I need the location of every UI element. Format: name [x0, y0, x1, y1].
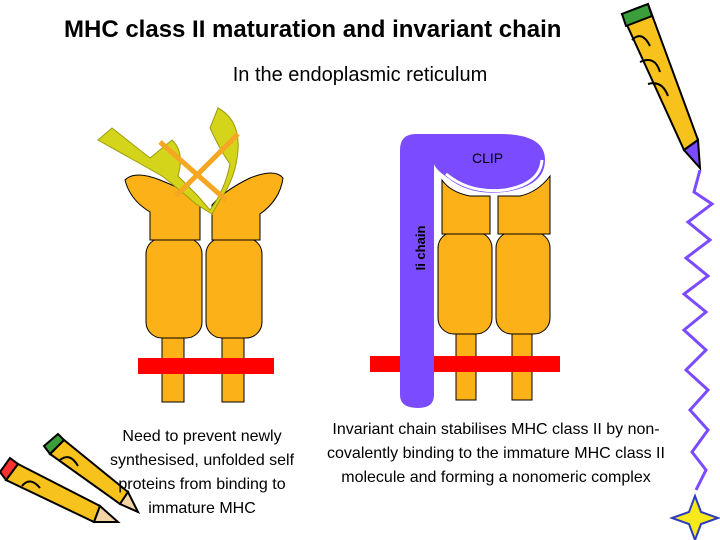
right-membrane [370, 356, 560, 372]
slide-title: MHC class II maturation and invariant ch… [64, 16, 562, 43]
right-mhc-domain-b [495, 231, 551, 335]
ii-chain-label: Ii chain [413, 225, 428, 271]
slide-subtitle: In the endoplasmic reticulum [232, 64, 488, 86]
cross-line-a [158, 140, 228, 202]
left-mhc-domain-b [205, 237, 263, 339]
star-icon [668, 493, 720, 540]
right-mhc-domain-a [437, 231, 493, 335]
right-mhc-beta1 [497, 174, 551, 235]
caption-left: Need to prevent newly synthesised, unfol… [109, 428, 295, 517]
left-mhc-molecule [97, 107, 284, 403]
clip-label: CLIP [472, 150, 504, 166]
squiggle-icon [681, 169, 715, 491]
right-mhc-alpha1 [441, 178, 491, 235]
right-mhc-molecule [370, 134, 560, 408]
pencils-icon [0, 432, 141, 524]
crayon-icon [620, 2, 702, 171]
left-mhc-beta1 [211, 172, 284, 241]
unfolded-peptide [97, 107, 239, 215]
left-membrane [138, 358, 274, 374]
cross-line-b [174, 132, 240, 198]
caption-right: Invariant chain stabilises MHC class II … [327, 421, 665, 486]
left-mhc-domain-a [145, 237, 203, 339]
clip-region [445, 159, 544, 193]
